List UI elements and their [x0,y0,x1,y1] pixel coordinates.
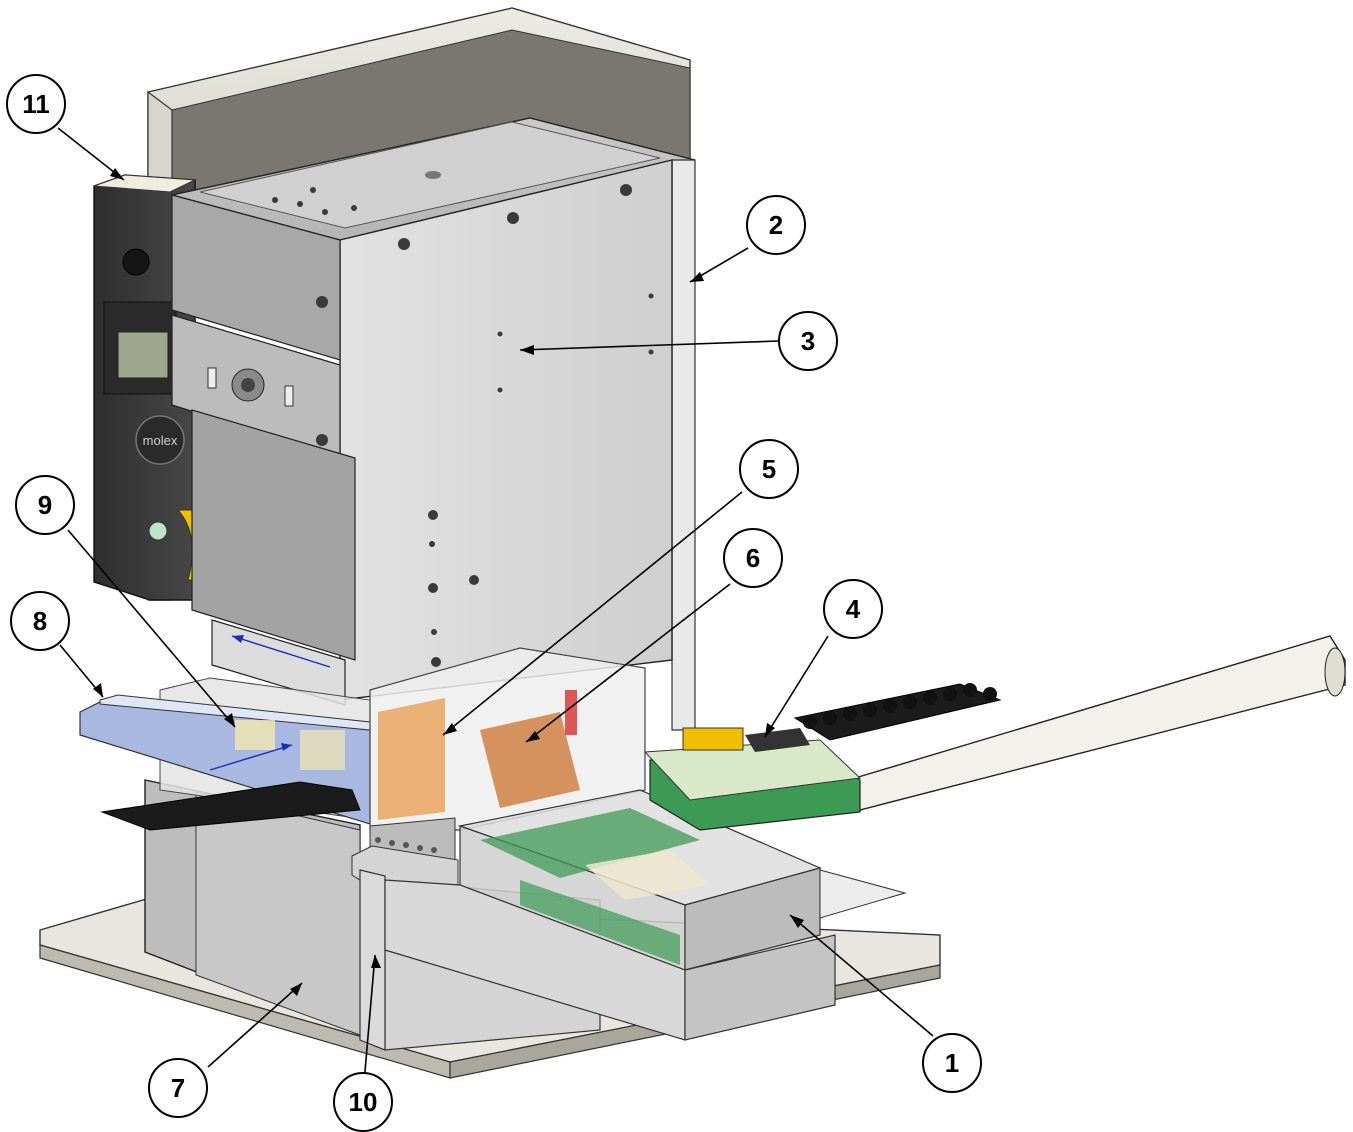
callout-6: 6 [723,528,783,588]
svg-text:3: 3 [801,326,815,356]
callout-4: 4 [823,579,883,639]
svg-text:11: 11 [22,89,50,119]
callout-3: 3 [778,311,838,371]
green-indicator-icon [148,521,168,541]
callout-9: 9 [15,475,75,535]
callout-7: 7 [148,1058,208,1118]
svg-text:6: 6 [746,543,760,573]
callout-1: 1 [922,1033,982,1093]
svg-text:9: 9 [38,490,52,520]
callout-8: 8 [10,591,70,651]
svg-text:5: 5 [762,454,776,484]
callout-2: 2 [746,195,806,255]
svg-text:7: 7 [171,1073,185,1103]
column-post [359,869,386,1051]
logo-text: molex [143,433,178,448]
svg-text:4: 4 [846,594,861,624]
svg-text:10: 10 [349,1087,378,1117]
electronics-box [384,789,907,1041]
control-panel: molex [93,174,197,601]
logo-badge [135,415,185,465]
blue-indicators [209,635,331,771]
feed-arm [643,635,1346,831]
stop-button-icon [122,248,150,276]
feed-track [79,677,371,831]
callout-5: 5 [739,439,799,499]
callout-10: 10 [333,1072,393,1132]
svg-text:1: 1 [945,1048,959,1078]
front-cover [351,647,646,906]
leader-arrowheads [93,168,804,996]
svg-text:2: 2 [769,210,783,240]
svg-text:8: 8 [33,606,47,636]
press-body [171,117,696,731]
callout-11: 11 [6,74,66,134]
